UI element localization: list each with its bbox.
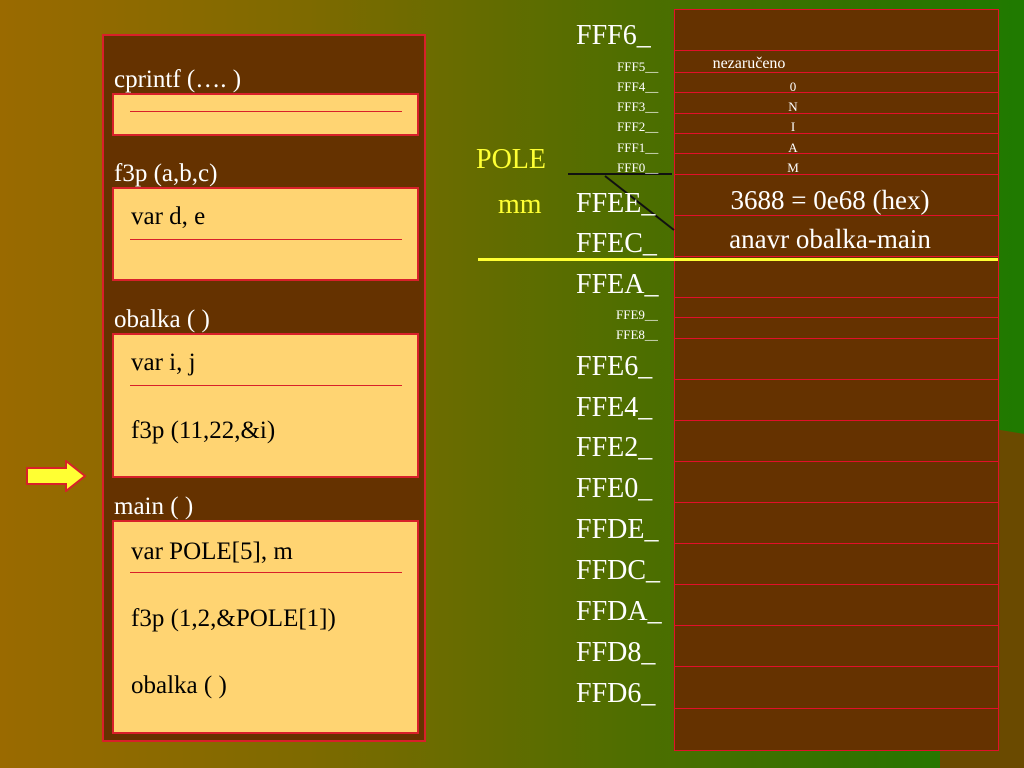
memory-row-divider bbox=[674, 420, 999, 421]
frame-line: var POLE[5], m bbox=[131, 538, 293, 565]
address-label: FFEC_ bbox=[576, 228, 657, 259]
var-label-pole: POLE bbox=[476, 144, 546, 175]
memory-row-divider bbox=[674, 666, 999, 667]
frame-line: obalka ( ) bbox=[131, 672, 227, 699]
address-label: FFDA_ bbox=[576, 596, 662, 627]
pole-pointer-underline bbox=[568, 173, 672, 175]
address-label-small: FFF0__ bbox=[617, 160, 659, 175]
memory-row-divider bbox=[674, 174, 999, 175]
address-label-small: FFF4__ bbox=[617, 79, 659, 94]
address-label-small: FFE8__ bbox=[616, 327, 658, 342]
frame-title-cprintf: cprintf (…. ) bbox=[114, 66, 242, 93]
memory-row-divider bbox=[674, 153, 999, 154]
address-label: FFEA_ bbox=[576, 269, 659, 300]
memory-cell-value: 3688 = 0e68 (hex) bbox=[730, 185, 930, 215]
address-label: FFEE_ bbox=[576, 188, 656, 219]
frame-line: f3p (11,22,&i) bbox=[131, 417, 276, 444]
memory-row-divider bbox=[674, 113, 999, 114]
address-label-small: FFF5__ bbox=[617, 59, 659, 74]
address-label-small: FFF1__ bbox=[617, 140, 659, 155]
address-label: FFD8_ bbox=[576, 637, 656, 668]
frame-box-main: var POLE[5], m f3p (1,2,&POLE[1]) obalka… bbox=[112, 520, 419, 734]
memory-row-divider bbox=[674, 92, 999, 93]
right-arrow-icon bbox=[26, 460, 86, 492]
memory-cell-value: M bbox=[787, 160, 799, 175]
memory-stack bbox=[674, 9, 999, 751]
memory-row-divider bbox=[674, 72, 999, 73]
memory-row-divider bbox=[674, 461, 999, 462]
frame-title-f3p: f3p (a,b,c) bbox=[114, 160, 218, 187]
address-label: FFE2_ bbox=[576, 432, 653, 463]
address-label: FFF6_ bbox=[576, 20, 651, 51]
memory-row-divider bbox=[674, 379, 999, 380]
frame-divider bbox=[130, 572, 402, 573]
frame-line: var i, j bbox=[131, 349, 196, 376]
address-label-small: FFF2__ bbox=[617, 119, 659, 134]
frame-line: var d, e bbox=[131, 203, 206, 230]
address-label: FFE0_ bbox=[576, 473, 653, 504]
memory-row-divider bbox=[674, 708, 999, 709]
memory-cell-value: anavr obalka-main bbox=[729, 224, 931, 254]
address-label-small: FFE9__ bbox=[616, 307, 658, 322]
memory-row-divider bbox=[674, 317, 999, 318]
frame-divider bbox=[130, 239, 402, 240]
frame-box-obalka: var i, j f3p (11,22,&i) bbox=[112, 333, 419, 478]
address-label-small: FFF3__ bbox=[617, 99, 659, 114]
frame-divider bbox=[130, 111, 402, 112]
frame-box-cprintf bbox=[112, 93, 419, 136]
memory-cell-value: A bbox=[788, 140, 798, 155]
var-label-m: mm bbox=[498, 189, 542, 220]
address-label: FFD6_ bbox=[576, 678, 656, 709]
frame-title-main: main ( ) bbox=[114, 493, 194, 520]
memory-cell-value: 0 bbox=[789, 79, 797, 94]
memory-cell-value: nezaručeno bbox=[712, 55, 786, 72]
memory-row-divider bbox=[674, 256, 999, 257]
memory-row-divider bbox=[674, 297, 999, 298]
address-label: FFDE_ bbox=[576, 514, 659, 545]
address-label: FFE4_ bbox=[576, 392, 653, 423]
frame-boundary-line bbox=[478, 258, 998, 261]
memory-row-divider bbox=[674, 338, 999, 339]
memory-row-divider bbox=[674, 215, 999, 216]
frame-title-obalka: obalka ( ) bbox=[114, 306, 210, 333]
frame-line: f3p (1,2,&POLE[1]) bbox=[131, 605, 336, 632]
memory-row-divider bbox=[674, 133, 999, 134]
address-label: FFDC_ bbox=[576, 555, 661, 586]
memory-row-divider bbox=[674, 584, 999, 585]
memory-row-divider bbox=[674, 543, 999, 544]
frame-divider bbox=[130, 385, 402, 386]
memory-row-divider bbox=[674, 625, 999, 626]
memory-row-divider bbox=[674, 502, 999, 503]
frame-box-f3p: var d, e bbox=[112, 187, 419, 281]
memory-cell-value: N bbox=[788, 99, 798, 114]
memory-row-divider bbox=[674, 50, 999, 51]
memory-cell-value: I bbox=[790, 119, 796, 134]
address-label: FFE6_ bbox=[576, 351, 653, 382]
